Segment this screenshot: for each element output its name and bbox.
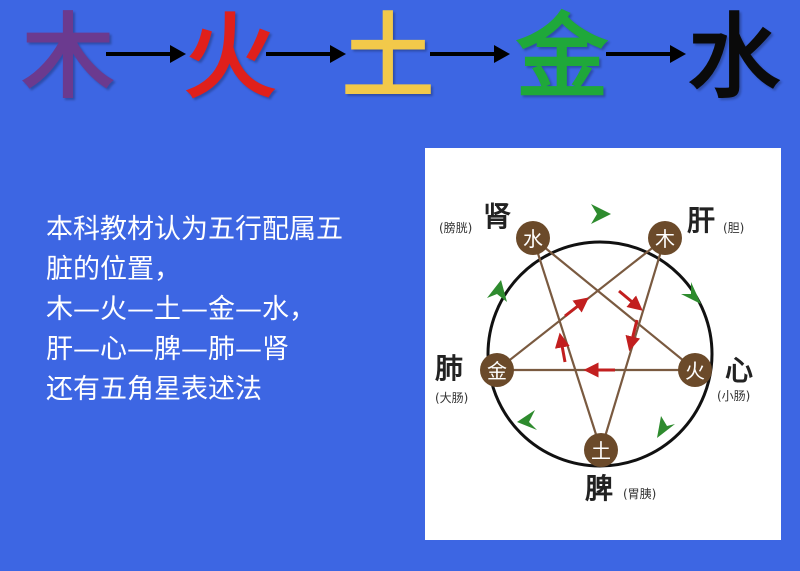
label-kidney: 肾 [483,200,511,233]
label-spleen: 脾 [585,472,613,505]
svg-text:火: 火 [685,359,705,383]
label-liver: 肝 [687,204,715,237]
title-char-metal: 金 [516,3,609,111]
node-earth: 土 [584,433,618,467]
description-line: 肝—心—脾—肺—肾 [46,334,289,365]
svg-text:金: 金 [487,359,507,383]
red-arrow-icon [625,319,641,352]
green-chevron-icon [657,416,675,438]
five-elements-diagram-panel: 水 木 火 土 金 肾 (膀胱) 肝 (胆) 心 (小肠) 脾 (胃胰) 肺 (… [425,148,781,540]
node-metal: 金 [480,353,514,387]
arrow-icon [106,45,186,63]
description-line: 脏的位置， [46,254,181,285]
title-char-wood: 木 [22,3,115,111]
generating-arrows [487,204,701,438]
description-text: 本科教材认为五行配属五 脏的位置， 木—火—土—金—水， 肝—心—脾—肺—肾 还… [46,210,406,410]
label-gallbladder: (胆) [723,221,744,235]
generating-cycle-circle [486,240,714,468]
label-stomach-pancreas: (胃胰) [623,487,656,501]
green-chevron-icon [487,280,507,302]
node-wood: 木 [648,221,682,255]
red-arrow-icon [618,289,643,311]
label-large-intestine: (大肠) [435,391,468,405]
svg-text:水: 水 [523,227,543,251]
arrow-icon [430,45,510,63]
label-bladder: (膀胱) [439,220,472,235]
title-char-fire: 火 [184,3,277,111]
green-chevron-icon [591,204,611,224]
description-line: 本科教材认为五行配属五 [46,214,343,245]
title-char-water: 水 [688,3,781,111]
arrow-icon [266,45,346,63]
label-heart: 心 [725,354,753,387]
label-lung: 肺 [435,352,463,385]
five-elements-star-diagram: 水 木 火 土 金 肾 (膀胱) 肝 (胆) 心 (小肠) 脾 (胃胰) 肺 (… [435,200,753,505]
arrow-icon [606,45,686,63]
title-char-earth: 土 [342,3,435,111]
green-chevron-icon [681,282,701,304]
svg-text:土: 土 [591,439,611,463]
label-small-intestine: (小肠) [717,389,750,403]
controlling-arrows [554,289,643,378]
node-fire: 火 [678,353,712,387]
description-line: 还有五角星表述法 [46,374,262,405]
five-elements-title: 木 火 土 金 水 [0,0,800,120]
green-chevron-icon [517,410,537,430]
red-arrow-icon [554,332,570,363]
node-water: 水 [516,221,550,255]
red-arrow-icon [564,297,589,318]
description-line: 木—火—土—金—水， [46,294,316,325]
svg-text:木: 木 [655,227,675,251]
